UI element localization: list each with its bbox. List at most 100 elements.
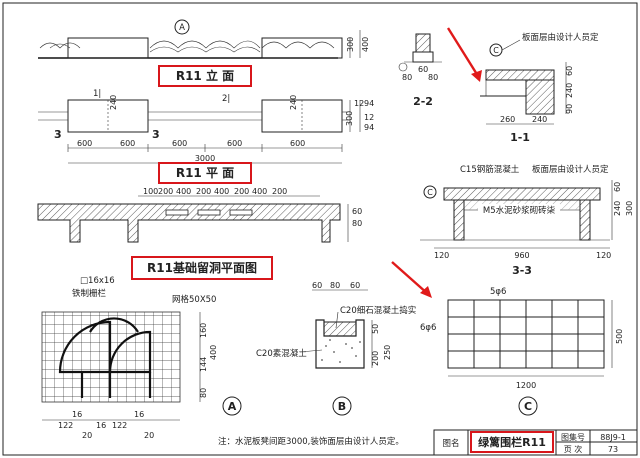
sec33-circle-mark: C xyxy=(427,188,433,197)
plan-bottom-dim-1: 600 xyxy=(77,139,92,148)
detailB-dim-60a: 60 xyxy=(312,281,322,290)
section-2-2: 80 60 80 2-2 xyxy=(398,33,442,108)
plan-section-1-top: 1| xyxy=(93,89,101,99)
sec22-dim-60: 60 xyxy=(418,65,428,74)
detailA-dim-b5: 16 xyxy=(134,410,144,419)
sec33-dim-120b: 120 xyxy=(596,251,611,260)
sec33-dim-240: 240 xyxy=(613,201,622,216)
detailA-dim-b4: 122 xyxy=(112,421,127,430)
elevation-title: R11 立 面 xyxy=(176,68,234,83)
plan-dim-right-12a: 12 xyxy=(354,99,364,108)
foundation-dim-7: 400 xyxy=(252,187,267,196)
sec11-label: 1-1 xyxy=(510,131,530,144)
footer: 注：水泥板凳间距3000,装饰面层由设计人员定。 图名 绿篱围栏R11 图集号 … xyxy=(218,429,638,456)
red-arrow-top xyxy=(446,27,482,82)
sec11-dim-60: 60 xyxy=(565,66,574,76)
detail-a: □16x16 铁制栅栏 网格50X50 160 144 400 80 16 12… xyxy=(41,276,242,440)
elevation-view: A 300 400 xyxy=(38,19,370,59)
detailB-dim-50: 50 xyxy=(371,324,380,334)
detailC-right: 500 xyxy=(615,329,624,344)
detailA-dim-400: 400 xyxy=(209,345,218,360)
plan-bottom-dim-4: 600 xyxy=(227,139,242,148)
detailB-note1: C20细石混凝土捣实 xyxy=(340,305,416,316)
foundation-dim-1: 100 xyxy=(143,187,158,196)
detailA-dim-b1: 16 xyxy=(72,410,82,419)
sec33-dim-60: 60 xyxy=(613,182,622,192)
detailA-note2: 铁制栅栏 xyxy=(72,288,107,299)
detail-b: 60 80 60 C20细石混凝土捣实 C20素混凝土 50 200 250 B xyxy=(256,281,416,416)
detailA-dim-80: 80 xyxy=(199,388,208,398)
detailC-mark: C xyxy=(524,400,532,413)
detailB-dim-80: 80 xyxy=(330,281,340,290)
plan-bottom-dim-5: 600 xyxy=(290,139,305,148)
detailA-mark: A xyxy=(228,400,237,413)
sec11-dim-240b: 240 xyxy=(532,115,547,124)
sec33-dim-300: 300 xyxy=(625,201,634,216)
elevation-circle-mark: A xyxy=(179,23,185,33)
sec22-dim-80a: 80 xyxy=(402,73,412,82)
foundation-dim-3: 400 xyxy=(176,187,191,196)
detailA-dim-144: 144 xyxy=(199,357,208,372)
detailB-mark: B xyxy=(338,400,346,413)
sec33-note-mid: M5水泥砂浆砌砖柒 xyxy=(483,205,556,216)
sec11-circle-mark: C xyxy=(493,46,499,55)
detailA-dim-b7: 20 xyxy=(144,431,154,440)
plan-dim-right-94a: 94 xyxy=(364,99,374,108)
foundation-dim-4: 200 xyxy=(196,187,211,196)
footer-title-highlight xyxy=(470,431,554,453)
plan-dim-240b: 240 xyxy=(289,95,298,110)
plan-section-3-left: 3 xyxy=(54,128,62,141)
foundation-title: R11基础留洞平面图 xyxy=(147,260,257,275)
plan-total-dim: 3000 xyxy=(195,154,215,163)
detailA-dim-160: 160 xyxy=(199,323,208,338)
red-arrow-bottom xyxy=(391,261,432,298)
sec33-dim-960: 960 xyxy=(514,251,529,260)
footer-title: 绿篱围栏R11 xyxy=(478,435,546,449)
detailA-dim-b6: 20 xyxy=(82,431,92,440)
plan-bottom-dim-2: 600 xyxy=(120,139,135,148)
footer-page-label: 页 次 xyxy=(564,444,583,454)
section-1-1: C 板面层由设计人员定 60 240 90 260 240 1-1 xyxy=(480,32,599,144)
footer-album-value: 88J9-1 xyxy=(600,433,626,442)
footer-note: 注：水泥板凳间距3000,装饰面层由设计人员定。 xyxy=(218,436,404,447)
elevation-dim-400: 400 xyxy=(361,37,370,52)
elevation-title-highlight xyxy=(158,65,252,87)
sec33-note-top1: C15钢筋混凝土 xyxy=(460,164,520,175)
sec11-dim-90: 90 xyxy=(565,104,574,114)
foundation-title-highlight xyxy=(131,256,273,280)
sec33-dim-120a: 120 xyxy=(434,251,449,260)
footer-album-label: 图集号 xyxy=(561,432,585,442)
detailC-top: 5φ6 xyxy=(490,287,506,297)
plan-section-3-right: 3 xyxy=(152,128,160,141)
detail-c: 5φ6 6φ6 500 1200 C xyxy=(420,287,624,416)
elevation-dim-300: 300 xyxy=(346,37,355,52)
detailC-bottom: 1200 xyxy=(516,381,536,390)
detailB-note2: C20素混凝土 xyxy=(256,348,307,359)
plan-dim-240a: 240 xyxy=(109,95,118,110)
detailB-dim-250: 250 xyxy=(383,345,392,360)
plan-dim-right-94b: 94 xyxy=(364,123,374,132)
foundation-dim-6: 200 xyxy=(234,187,249,196)
sec22-dim-80b: 80 xyxy=(428,73,438,82)
detailC-left: 6φ6 xyxy=(420,323,436,333)
foundation-dim-8: 200 xyxy=(272,187,287,196)
foundation-dim-2: 200 xyxy=(158,187,173,196)
footer-page-value: 73 xyxy=(608,445,618,454)
sec11-note: 板面层由设计人员定 xyxy=(522,32,599,43)
plan-title-highlight xyxy=(158,162,252,184)
foundation-dim-right-80: 80 xyxy=(352,219,362,228)
plan-view: 240 240 1| 2| 3 3 12 94 300 12 94 600 60… xyxy=(38,89,374,164)
detailA-note1: □16x16 xyxy=(80,276,115,286)
section-3-3: C C15钢筋混凝土 板面层由设计人员定 M5水泥砂浆砌砖柒 60 240 30… xyxy=(420,164,634,277)
sec33-label: 3-3 xyxy=(512,264,532,277)
detailA-note3: 网格50X50 xyxy=(172,294,216,305)
sec11-dim-240: 240 xyxy=(565,83,574,98)
plan-section-2-top: 2| xyxy=(222,94,230,104)
sec11-dim-260: 260 xyxy=(500,115,515,124)
plan-title: R11 平 面 xyxy=(176,166,234,180)
foundation-plan-view: 100 200 400 200 400 200 400 200 60 80 xyxy=(37,187,362,243)
foundation-dim-5: 400 xyxy=(214,187,229,196)
plan-dim-right-12b: 12 xyxy=(364,113,374,122)
